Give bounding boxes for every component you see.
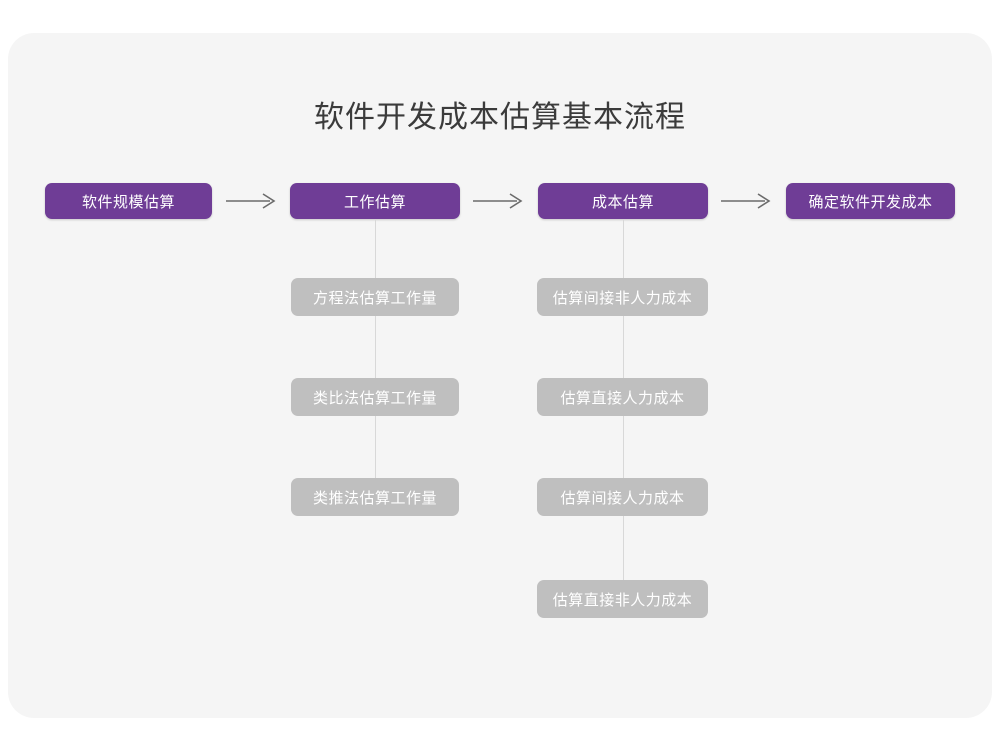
connector-line-vertical (623, 219, 624, 278)
stage-node-label: 软件规模估算 (81, 193, 175, 211)
sub-node-equation-method-effort[interactable]: 方程法估算工作量 (291, 278, 459, 316)
connector-line-vertical (623, 416, 624, 478)
connector-line-vertical (375, 316, 376, 378)
sub-node-label: 估算间接非人力成本 (552, 289, 693, 307)
stage-node-label: 确定软件开发成本 (808, 193, 933, 211)
stage-node-effort-estimation[interactable]: 工作估算 (290, 183, 460, 219)
stage-node-label: 成本估算 (591, 193, 654, 211)
connector-line-vertical (623, 316, 624, 378)
connector-line-vertical (375, 219, 376, 278)
sub-node-analogy-method-effort[interactable]: 类比法估算工作量 (291, 378, 459, 416)
stage-node-determine-development-cost[interactable]: 确定软件开发成本 (786, 183, 955, 219)
diagram-card (8, 33, 992, 718)
sub-node-indirect-labor-cost[interactable]: 估算间接人力成本 (537, 478, 708, 516)
sub-node-label: 估算间接人力成本 (560, 489, 685, 507)
sub-node-direct-labor-cost[interactable]: 估算直接人力成本 (537, 378, 708, 416)
arrow-right-icon-2 (473, 191, 525, 211)
sub-node-direct-nonlabor-cost[interactable]: 估算直接非人力成本 (537, 580, 708, 618)
stage-node-label: 工作估算 (343, 193, 406, 211)
sub-node-analogical-method-effort[interactable]: 类推法估算工作量 (291, 478, 459, 516)
sub-node-label: 类推法估算工作量 (312, 489, 437, 507)
sub-node-label: 类比法估算工作量 (312, 389, 437, 407)
stage-node-software-scale-estimation[interactable]: 软件规模估算 (45, 183, 212, 219)
arrow-right-icon-1 (226, 191, 278, 211)
arrow-right-icon-3 (721, 191, 773, 211)
page-title: 软件开发成本估算基本流程 (314, 101, 686, 134)
connector-line-vertical (623, 516, 624, 580)
sub-node-indirect-nonlabor-cost[interactable]: 估算间接非人力成本 (537, 278, 708, 316)
connector-line-vertical (375, 416, 376, 478)
stage-node-cost-estimation[interactable]: 成本估算 (538, 183, 708, 219)
sub-node-label: 估算直接人力成本 (560, 389, 685, 407)
sub-node-label: 估算直接非人力成本 (552, 591, 693, 609)
sub-node-label: 方程法估算工作量 (312, 289, 437, 307)
